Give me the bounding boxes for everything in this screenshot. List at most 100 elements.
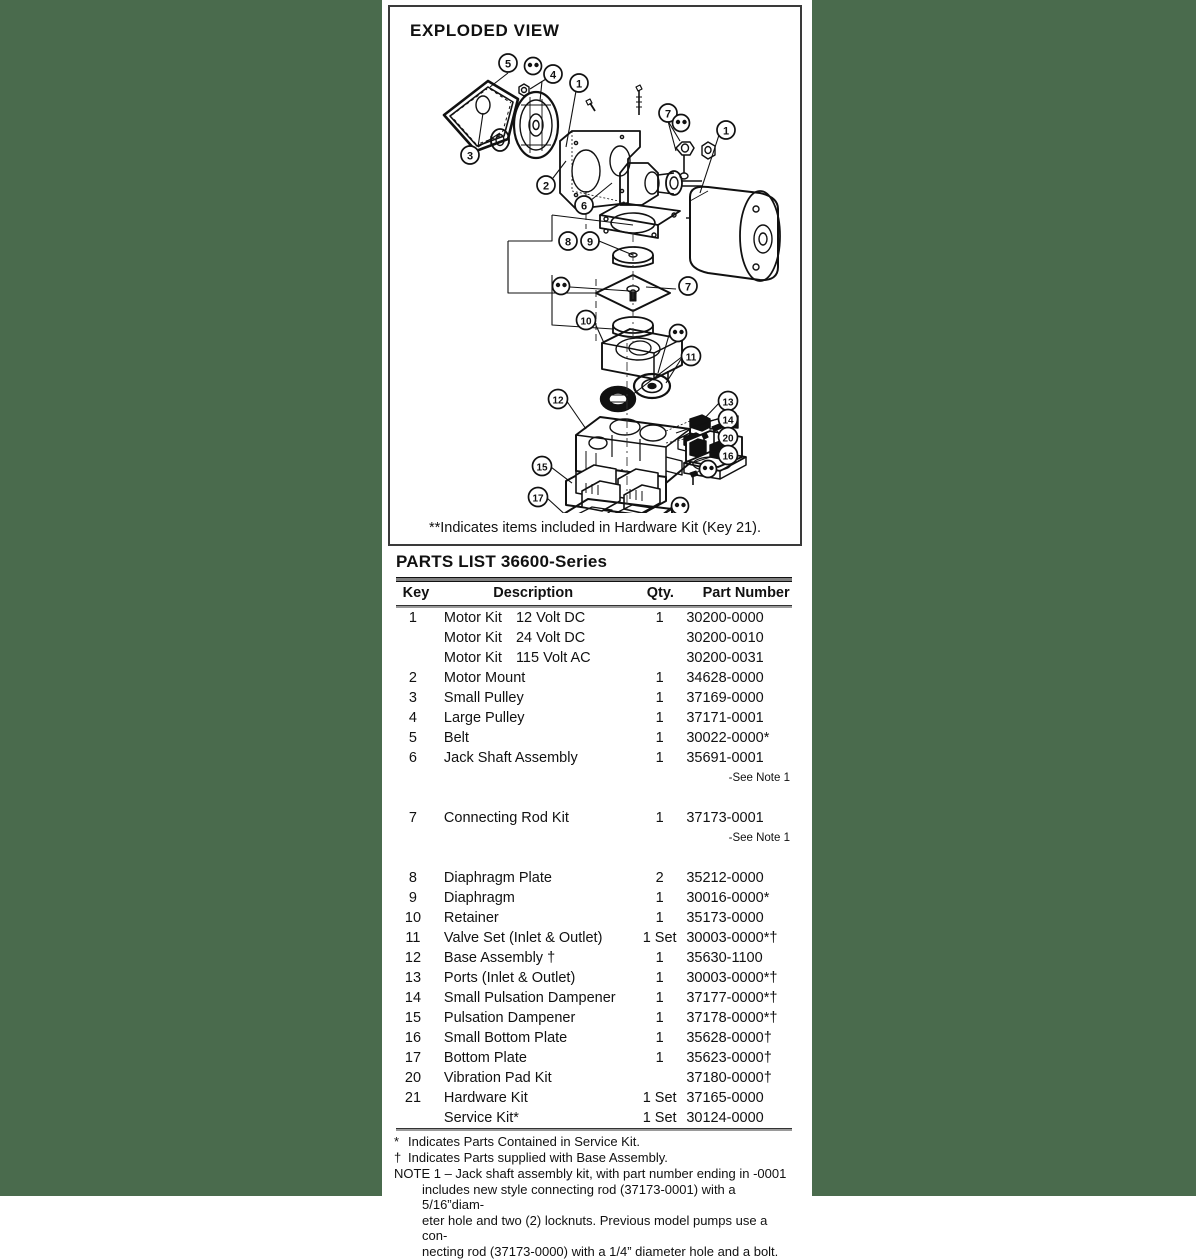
callout-13: 13 bbox=[719, 392, 738, 411]
cell-description-empty bbox=[430, 828, 633, 848]
cell-part-number: 37173-0001 bbox=[686, 808, 802, 828]
svg-text:5: 5 bbox=[505, 59, 511, 71]
cell-description: Vibration Pad Kit bbox=[430, 1068, 633, 1088]
parts-table: Key Description Qty. Part Number bbox=[396, 582, 802, 605]
cell-qty: 2 bbox=[633, 868, 686, 888]
cell-qty: 1 bbox=[633, 968, 686, 988]
cell-key bbox=[396, 648, 430, 668]
cell-part-number: 37178-0000*† bbox=[686, 1008, 802, 1028]
cell-part-number: 30003-0000*† bbox=[686, 968, 802, 988]
hardware-marker bbox=[672, 498, 689, 514]
cell-key-empty bbox=[396, 828, 430, 848]
cell-part-number: 37180-0000† bbox=[686, 1068, 802, 1088]
cell-qty-empty bbox=[633, 828, 686, 848]
cell-part-number: 35212-0000 bbox=[686, 868, 802, 888]
page-background: EXPLODED VIEW bbox=[0, 0, 1196, 1196]
cell-part-number: 34628-0000 bbox=[686, 668, 802, 688]
cell-description: Bottom Plate bbox=[430, 1048, 633, 1068]
cell-qty-empty bbox=[633, 768, 686, 788]
cell-part-number: 37169-0000 bbox=[686, 688, 802, 708]
note-1-line-2: includes new style connecting rod (37173… bbox=[394, 1182, 792, 1213]
document-sheet: EXPLODED VIEW bbox=[382, 0, 812, 1196]
cell-part-number: 35623-0000† bbox=[686, 1048, 802, 1068]
callout-5: 5 bbox=[499, 54, 517, 72]
footnote-dagger: † Indicates Parts supplied with Base Ass… bbox=[394, 1150, 792, 1166]
cell-qty: 1 bbox=[633, 748, 686, 768]
svg-text:2: 2 bbox=[543, 181, 549, 193]
cell-qty bbox=[633, 648, 686, 668]
cell-part-number: 30003-0000*† bbox=[686, 928, 802, 948]
cell-part-number: 37165-0000 bbox=[686, 1088, 802, 1108]
callout-14: 14 bbox=[719, 410, 738, 429]
svg-text:7: 7 bbox=[665, 109, 671, 121]
asterisk-text: Indicates Parts Contained in Service Kit… bbox=[408, 1134, 792, 1150]
svg-text:13: 13 bbox=[722, 398, 734, 409]
cell-description: Large Pulley bbox=[430, 708, 633, 728]
cell-description: Hardware Kit bbox=[430, 1088, 633, 1108]
asterisk-mark: * bbox=[394, 1134, 408, 1150]
svg-text:4: 4 bbox=[550, 70, 557, 82]
pump-exploded-diagram: 5 4 1 3 2 7 1 6 8 9 7 10 11 12 1 bbox=[390, 43, 800, 513]
callout-1-top: 1 bbox=[570, 74, 588, 92]
callout-1-motor: 1 bbox=[717, 121, 735, 139]
cell-key bbox=[396, 1108, 430, 1128]
table-row-note: -See Note 1 bbox=[396, 828, 802, 848]
cell-key: 16 bbox=[396, 1028, 430, 1048]
cell-key: 11 bbox=[396, 928, 430, 948]
cell-part-number: 35691-0001 bbox=[686, 748, 802, 768]
callout-6: 6 bbox=[575, 196, 593, 214]
cell-qty: 1 bbox=[633, 608, 686, 628]
callout-8: 8 bbox=[559, 232, 577, 250]
cell-key: 15 bbox=[396, 1008, 430, 1028]
cell-key: 8 bbox=[396, 868, 430, 888]
cell-qty bbox=[633, 1068, 686, 1088]
svg-text:7: 7 bbox=[685, 282, 691, 294]
footnotes-block: * Indicates Parts Contained in Service K… bbox=[394, 1134, 792, 1259]
svg-text:8: 8 bbox=[565, 237, 571, 249]
cell-see-note: -See Note 1 bbox=[686, 828, 802, 848]
hardware-marker bbox=[670, 325, 687, 342]
cell-description: Service Kit* bbox=[430, 1108, 633, 1128]
hardware-marker bbox=[700, 461, 717, 478]
exploded-view-title: EXPLODED VIEW bbox=[410, 21, 560, 41]
svg-text:1: 1 bbox=[576, 79, 582, 91]
cell-part-number: 35630-1100 bbox=[686, 948, 802, 968]
cell-description: Motor Mount bbox=[430, 668, 633, 688]
table-spacer-row bbox=[396, 848, 802, 868]
cell-qty: 1 bbox=[633, 1008, 686, 1028]
cell-part-number: 35173-0000 bbox=[686, 908, 802, 928]
cell-part-number: 30200-0000 bbox=[686, 608, 802, 628]
callout-17: 17 bbox=[529, 488, 548, 507]
hardware-marker bbox=[553, 278, 570, 295]
parts-list-section: PARTS LIST 36600-Series Key Description … bbox=[388, 552, 802, 1259]
callout-20: 20 bbox=[719, 428, 738, 447]
cell-part-number: 30200-0031 bbox=[686, 648, 802, 668]
cell-part-number: 30022-0000* bbox=[686, 728, 802, 748]
cell-description: Diaphragm Plate bbox=[430, 868, 633, 888]
dagger-text: Indicates Parts supplied with Base Assem… bbox=[408, 1150, 792, 1166]
callout-16: 16 bbox=[719, 446, 738, 465]
cell-description: Belt bbox=[430, 728, 633, 748]
cell-qty: 1 bbox=[633, 988, 686, 1008]
cell-key: 6 bbox=[396, 748, 430, 768]
callout-7-washer: 7 bbox=[679, 277, 697, 295]
cell-qty: 1 bbox=[633, 1028, 686, 1048]
cell-qty: 1 bbox=[633, 808, 686, 828]
